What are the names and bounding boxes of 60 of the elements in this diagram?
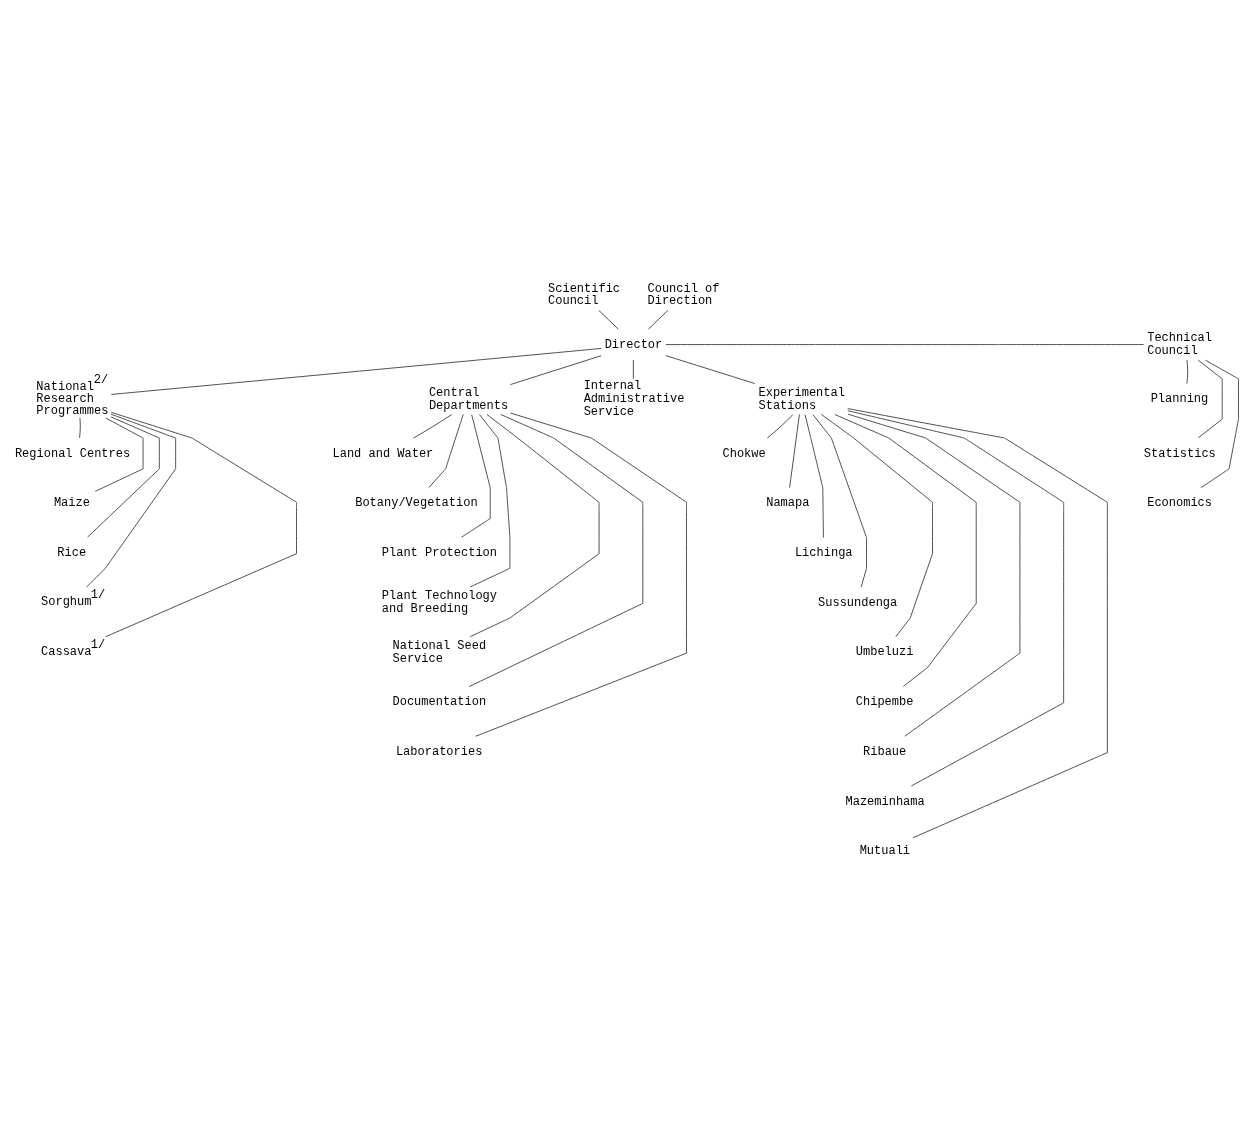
node-text: Director: [604, 337, 663, 352]
connector: [110, 347, 602, 395]
connector: [469, 413, 511, 587]
connector: [87, 416, 160, 538]
connector: [789, 413, 800, 488]
connector: [510, 354, 602, 385]
node-text: Botany/Vegetation: [355, 495, 478, 510]
connector: [665, 354, 756, 384]
connector: [475, 412, 687, 737]
connector: [428, 413, 464, 488]
connector: [469, 413, 600, 637]
connector: [86, 413, 177, 587]
connector: [834, 413, 977, 687]
node-text: Umbeluzi: [855, 644, 914, 659]
node-text: Planning: [1150, 391, 1209, 406]
connector: [804, 413, 824, 538]
connector: [105, 411, 297, 637]
node-text: Namapa: [766, 495, 810, 510]
connector: [79, 417, 81, 438]
connector: [821, 413, 933, 637]
node-text: Statistics: [1143, 446, 1216, 461]
connector: [1200, 359, 1239, 488]
connector: [847, 407, 1108, 838]
connector: [1197, 359, 1223, 438]
node-text: Plant Technology and Breeding: [381, 588, 497, 616]
connector: [632, 359, 634, 379]
connector: [468, 413, 644, 687]
node-text: Mazeminhama: [845, 794, 925, 809]
node-text: Plant Protection: [381, 545, 497, 560]
connector: [665, 343, 1145, 345]
connector: [847, 409, 1065, 786]
node-text: Central Departments: [428, 385, 509, 413]
node-text: Chokwe: [722, 446, 766, 461]
node-text: Experimental Stations: [758, 385, 845, 413]
node-text: Mutuali: [859, 843, 911, 858]
node-text: Laboratories: [395, 744, 483, 759]
connector: [598, 309, 619, 330]
node-text: Ribaue: [863, 744, 907, 759]
node-text: National Seed Service: [392, 638, 487, 666]
connector: [1186, 359, 1189, 384]
node-text: Maize: [53, 495, 90, 510]
node-text: Scientific Council: [548, 281, 621, 308]
node-text: Regional Centres: [14, 446, 131, 461]
node-text: Lichinga: [794, 545, 853, 560]
connector: [847, 413, 1021, 737]
connector: [461, 413, 491, 538]
node-text: Technical Council: [1147, 330, 1213, 358]
connector: [648, 309, 669, 330]
node-text: Land and Water: [332, 446, 434, 461]
connector: [767, 413, 794, 438]
node-text: Chipembe: [855, 694, 914, 709]
node-text: Sussundenga: [818, 595, 898, 610]
node-text: Documentation: [392, 694, 487, 709]
node-text: Council of Direction: [647, 281, 720, 308]
node-text: Rice: [57, 545, 87, 560]
connector: [413, 413, 453, 438]
node-text: Internal Administrative Service: [583, 378, 685, 419]
connector: [812, 413, 867, 587]
node-text: Economics: [1147, 495, 1213, 510]
connector: [94, 417, 144, 492]
